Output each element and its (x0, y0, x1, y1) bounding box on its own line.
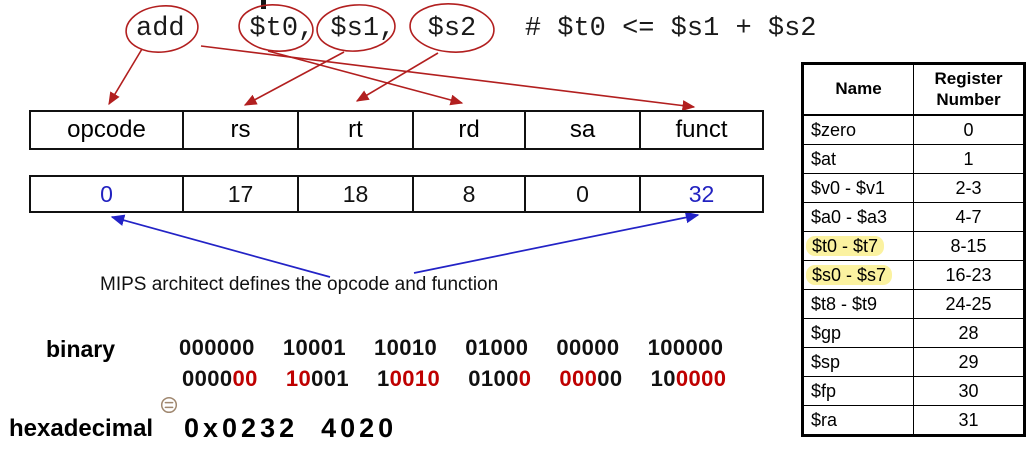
value-cell: 17 (183, 175, 298, 213)
instruction-line: add $t0, $s1, $s2 # $t0 <= $s1 + $s2 (136, 14, 817, 44)
field-cell-sa: sa (525, 110, 640, 150)
arrow-add-to-funct (200, 45, 696, 111)
register-name-cell: $t0 - $t7 (802, 231, 914, 261)
arrow-s1-to-rs (243, 51, 345, 106)
arrow-caption-to-funct-value (413, 211, 700, 274)
register-table-header-cell: Register Number (913, 63, 1025, 116)
register-number-cell: 31 (913, 405, 1025, 436)
value-cell: 8 (413, 175, 525, 213)
binary-label: binary (46, 336, 116, 362)
highlight-marker: $t0 - $t7 (806, 235, 885, 256)
arrow-add-to-opcode (108, 48, 143, 106)
register-name-cell: $zero (802, 114, 914, 145)
binary-group: 01000 (465, 335, 529, 360)
register-name-cell: $v0 - $v1 (802, 173, 914, 203)
binary-group: 100000 (650, 366, 727, 391)
register-number-cell: 0 (913, 114, 1025, 145)
field-cell-funct: funct (640, 110, 764, 150)
register-number-cell: 1 (913, 144, 1025, 174)
cropped-title-fragment (261, 0, 266, 9)
register-name-cell: $s0 - $s7 (802, 260, 914, 290)
field-cell-rs: rs (183, 110, 298, 150)
register-number-cell: 16-23 (913, 260, 1025, 290)
binary-group: 100000 (647, 335, 724, 360)
binary-group: 000000 (179, 335, 255, 360)
arrow-s2-to-rt (355, 52, 439, 102)
value-cell: 0 (525, 175, 640, 213)
binary-group: 00000 (559, 366, 623, 391)
register-name-cell: $a0 - $a3 (802, 202, 914, 232)
register-number-cell: 24-25 (913, 289, 1025, 319)
value-cell: 0 (29, 175, 183, 213)
register-name-cell: $ra (802, 405, 914, 436)
caption-text: MIPS architect defines the opcode and fu… (100, 274, 499, 295)
binary-group: 00000 (556, 335, 620, 360)
binary-row-nibble-colored: 000000 10001 10010 01000 00000 100000 (182, 366, 726, 392)
register-table-row: $t0 - $t7 8-15 (802, 231, 1025, 261)
field-cell-rt: rt (298, 110, 413, 150)
register-name-cell: $t8 - $t9 (802, 289, 914, 319)
binary-group: 10001 (282, 335, 346, 360)
register-number-cell: 30 (913, 376, 1025, 406)
binary-group: 000000 (182, 366, 258, 391)
binary-group: 01000 (468, 366, 532, 391)
register-number-cell: 4-7 (913, 202, 1025, 232)
register-name-cell: $at (802, 144, 914, 174)
register-number-cell: 28 (913, 318, 1025, 348)
register-table-header-cell: Name (802, 63, 914, 116)
highlight-marker: $s0 - $s7 (806, 264, 893, 285)
binary-group: 10001 (285, 366, 350, 391)
register-name-cell: $fp (802, 376, 914, 406)
register-name-cell: $gp (802, 318, 914, 348)
circled-equals-icon (160, 396, 178, 414)
field-cell-opcode: opcode (29, 110, 183, 150)
register-number-cell: 8-15 (913, 231, 1025, 261)
arrow-caption-to-opcode-value (110, 214, 331, 278)
hexadecimal-label: hexadecimal (9, 415, 154, 442)
register-table-row: $s0 - $s7 16-23 (802, 260, 1025, 290)
hexadecimal-value: 0x0232 4020 (184, 413, 398, 443)
value-cell: 32 (640, 175, 764, 213)
binary-group: 10010 (377, 366, 441, 391)
register-number-cell: 2-3 (913, 173, 1025, 203)
field-cell-rd: rd (413, 110, 525, 150)
binary-group: 10010 (374, 335, 438, 360)
register-name-cell: $sp (802, 347, 914, 377)
register-number-cell: 29 (913, 347, 1025, 377)
value-cell: 18 (298, 175, 413, 213)
binary-row-grouped: 000000 10001 10010 01000 00000 100000 (179, 335, 723, 361)
arrow-t0-to-rd (267, 50, 464, 106)
